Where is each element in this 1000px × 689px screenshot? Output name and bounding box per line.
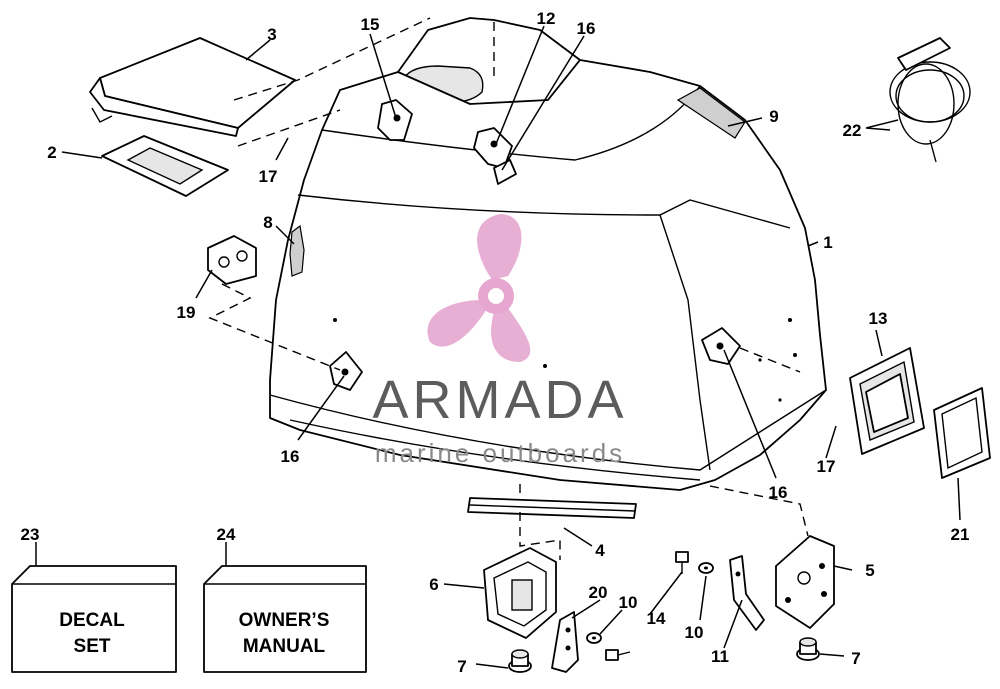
intake-gasket-part (101, 135, 229, 197)
grommet-part-7-left (508, 649, 532, 673)
callout-15: 15 (361, 15, 380, 34)
decal-set-box: DECAL SET (11, 565, 177, 673)
mount-bracket-15 (377, 99, 413, 141)
side-panel-cover-21 (933, 387, 991, 479)
brand-name: ARMADA (372, 370, 627, 430)
callout-20: 20 (589, 583, 608, 602)
owners-manual-line2: MANUAL (243, 636, 326, 657)
mount-bracket-16-right (701, 327, 741, 365)
callout-labels: 3 2 15 12 16 9 22 17 1 8 19 13 16 17 16 … (21, 9, 970, 676)
washer-part-10-upper (698, 562, 714, 574)
callout-14: 14 (647, 609, 666, 628)
callout-9: 9 (769, 107, 778, 126)
latch-housing-part-6 (483, 547, 557, 639)
callout-13: 13 (869, 309, 888, 328)
cable-part-22 (889, 37, 971, 163)
callout-19: 19 (177, 303, 196, 322)
washer-part-10-lower (586, 632, 602, 644)
callout-6: 6 (429, 575, 438, 594)
callout-10-right: 10 (685, 623, 704, 642)
callout-4: 4 (595, 541, 605, 560)
callout-24: 24 (217, 525, 236, 544)
bracket-part-11 (729, 555, 765, 631)
screw-part-14-upper (675, 551, 689, 574)
seal-strip-part-4 (467, 497, 637, 519)
callout-17-right: 17 (817, 457, 836, 476)
decal-set-line2: SET (74, 636, 111, 657)
callout-23: 23 (21, 525, 40, 544)
callout-16-left: 16 (281, 447, 300, 466)
intake-cover-part (89, 37, 296, 137)
callout-16-top: 16 (577, 19, 596, 38)
brand-tagline: marine outboards (375, 438, 625, 468)
grommet-part-7-right (796, 637, 820, 661)
leader-lines (35, 25, 961, 669)
callout-21: 21 (951, 525, 970, 544)
callout-17-top: 17 (259, 167, 278, 186)
owners-manual-line1: OWNER’S (239, 610, 330, 631)
callout-7-right: 7 (851, 649, 860, 668)
callout-3: 3 (267, 25, 276, 44)
callout-11: 11 (711, 647, 729, 666)
callout-7-left: 7 (457, 657, 466, 676)
propeller-icon (427, 214, 531, 362)
screw-part-14-lower (605, 649, 631, 661)
callout-8: 8 (263, 213, 272, 232)
side-panel-frame-13 (849, 347, 925, 455)
callout-16-right: 16 (769, 483, 788, 502)
callout-2: 2 (47, 143, 56, 162)
callout-22: 22 (843, 121, 862, 140)
callout-12: 12 (537, 9, 556, 28)
mount-bracket-12 (473, 127, 517, 185)
latch-part-19 (207, 235, 257, 285)
latch-plate-part-5 (775, 535, 835, 629)
callout-1: 1 (823, 233, 832, 252)
owners-manual-box: OWNER’S MANUAL (203, 565, 367, 673)
assembly-guide-lines (208, 17, 809, 560)
clip-part-20 (551, 611, 579, 673)
decal-set-line1: DECAL (59, 610, 125, 631)
callout-5: 5 (865, 561, 874, 580)
mount-bracket-16-left (329, 351, 363, 391)
callout-10-left: 10 (619, 593, 638, 612)
